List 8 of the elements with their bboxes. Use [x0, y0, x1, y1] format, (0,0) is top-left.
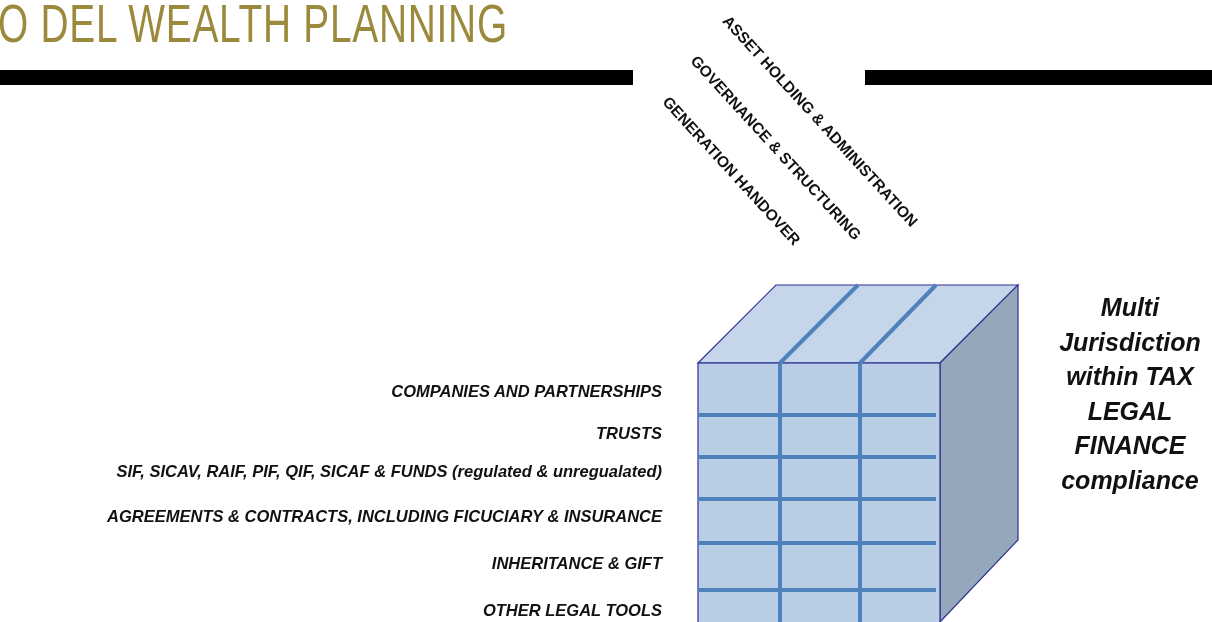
- side-note: Multi Jurisdiction within TAX LEGAL FINANCE compliance: [1058, 292, 1202, 496]
- row-label: COMPANIES AND PARTNERSHIPS: [391, 382, 662, 401]
- row-label: OTHER LEGAL TOOLS: [482, 601, 662, 620]
- row-label: INHERITANCE & GIFT: [491, 554, 662, 573]
- row-label: SIF, SICAV, RAIF, PIF, QIF, SICAF & FUNDS (regulated & unregualated): [116, 462, 662, 481]
- row-label: AGREEMENTS & CONTRACTS, INCLUDING FICUCIARY & INSURANCE: [107, 507, 662, 526]
- row-label: TRUSTS: [596, 424, 662, 443]
- page-title: O DEL WEALTH PLANNING: [0, 0, 508, 54]
